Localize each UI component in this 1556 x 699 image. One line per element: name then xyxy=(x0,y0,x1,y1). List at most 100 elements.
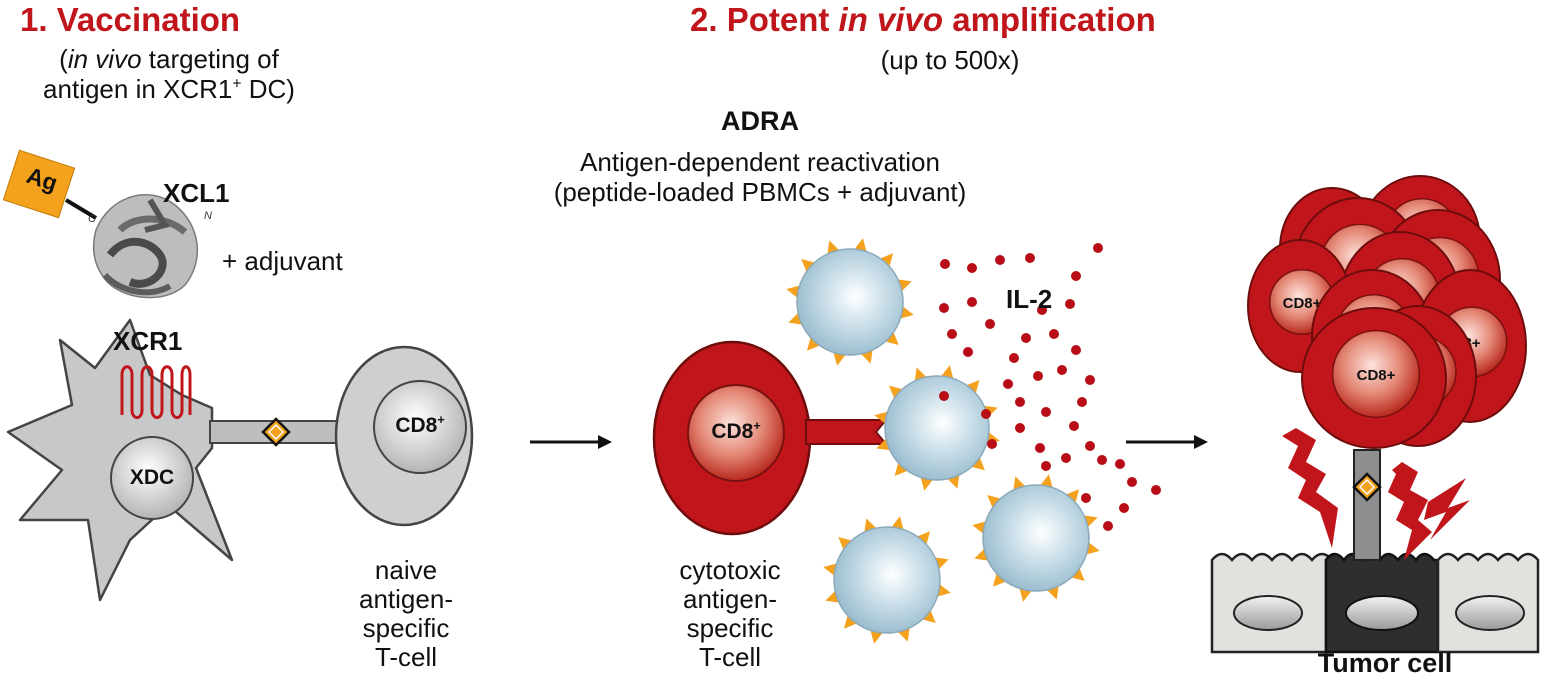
il2-dot xyxy=(1097,455,1107,465)
amplification-title-prefix: 2. Potent xyxy=(690,1,839,38)
adra-description-line2: (peptide-loaded PBMCs + adjuvant) xyxy=(553,177,967,207)
il2-dots xyxy=(939,243,1161,531)
vaccination-subtitle-italic: in vivo xyxy=(67,44,142,74)
il2-dot xyxy=(1037,305,1047,315)
pbmc-cell xyxy=(786,238,914,366)
diamond-antigen-icon xyxy=(261,417,291,447)
il2-dot xyxy=(1127,477,1137,487)
naive-caption-line: T-cell xyxy=(374,642,438,672)
il2-dot xyxy=(1093,243,1103,253)
il2-dot xyxy=(947,329,957,339)
naive-caption-line: naive xyxy=(374,555,438,585)
il2-label: IL-2 xyxy=(1006,284,1053,314)
vaccination-subtitle-line2: antigen in XCR1 xyxy=(43,74,233,104)
cluster-cd8-label: CD8+ xyxy=(1357,367,1396,384)
pbmc-group xyxy=(786,238,1100,644)
pbmc-cell xyxy=(874,365,1000,491)
il2-dot xyxy=(1103,521,1113,531)
il2-dot xyxy=(1085,441,1095,451)
xcr1-label: XCR1 xyxy=(113,326,183,356)
cd8-cluster: C+CD8+8+8+CD8+ xyxy=(1247,175,1527,449)
naive-cd8-text: CD8 xyxy=(395,414,438,437)
cytotoxic-caption: cytotoxic antigen- specific T-cell xyxy=(650,556,810,672)
il2-dot xyxy=(1071,271,1081,281)
il2-dot xyxy=(1015,423,1025,433)
vaccination-title: 1. Vaccination xyxy=(20,1,241,38)
il2-dot xyxy=(985,319,995,329)
xcl1-n-terminal: N xyxy=(204,210,212,222)
diamond-antigen-icon-2 xyxy=(1352,472,1382,502)
il2-dot xyxy=(1015,397,1025,407)
il2-dot xyxy=(1119,503,1129,513)
il2-dot xyxy=(1025,253,1035,263)
vaccination-subtitle-line1: targeting of xyxy=(141,44,279,74)
xcl1-protein-icon xyxy=(92,194,199,299)
adjuvant-label: + adjuvant xyxy=(222,246,343,276)
amplification-title: 2. Potent in vivo amplification xyxy=(690,1,1156,39)
il2-dot xyxy=(1009,353,1019,363)
il2-dot xyxy=(1049,329,1059,339)
il2-dot xyxy=(1003,379,1013,389)
tcr-receptor xyxy=(805,419,889,445)
cytotoxic-cd8-label: CD8+ xyxy=(686,420,786,444)
xdc-label: XDC xyxy=(129,466,175,489)
il2-dot xyxy=(995,255,1005,265)
xcl1-c-terminal: C xyxy=(88,213,96,225)
tumor-cell-label: Tumor cell xyxy=(1317,648,1453,678)
il2-dot xyxy=(1065,299,1075,309)
amplification-title-suffix: amplification xyxy=(943,1,1156,38)
cytotoxic-cd8-text: CD8 xyxy=(711,420,754,443)
xdc-nucleus xyxy=(110,436,194,520)
adra-description-line1: Antigen-dependent reactivation xyxy=(580,147,940,177)
il2-dot xyxy=(981,409,991,419)
cluster-cd8-label: CD8+ xyxy=(1283,295,1322,312)
amplification-subtitle: (up to 500x) xyxy=(880,45,1020,75)
il2-dot xyxy=(1021,333,1031,343)
il2-dot xyxy=(939,303,949,313)
il2-dot xyxy=(1061,453,1071,463)
naive-caption-line: specific xyxy=(362,613,450,643)
vaccination-subtitle-paren: ( xyxy=(59,44,68,74)
xcl1-label: XCL1 xyxy=(163,178,230,208)
il2-dot xyxy=(1041,461,1051,471)
vaccination-subtitle-sup: + xyxy=(232,75,242,93)
tumor-epithelium xyxy=(1210,552,1540,654)
il2-dot xyxy=(963,347,973,357)
il2-dot xyxy=(1041,407,1051,417)
arrow-right-icon-2 xyxy=(1126,435,1208,449)
xcr1-receptor-icon xyxy=(120,365,192,419)
adra-label: ADRA xyxy=(721,106,799,136)
adra-description: Antigen-dependent reactivation (peptide-… xyxy=(480,147,1040,207)
pbmc-cell xyxy=(972,474,1100,602)
ag-antigen-tag xyxy=(2,149,76,219)
il2-dot xyxy=(967,297,977,307)
naive-cd8-sup: + xyxy=(437,413,445,427)
cytotoxic-caption-line: T-cell xyxy=(698,642,762,672)
cytotoxic-cd8-sup: + xyxy=(753,419,761,433)
il2-dot xyxy=(940,259,950,269)
il2-dot xyxy=(1081,493,1091,503)
il2-dot xyxy=(1057,365,1067,375)
naive-cd8-label: CD8+ xyxy=(370,414,470,438)
il2-dot xyxy=(1071,345,1081,355)
il2-dot xyxy=(987,439,997,449)
il2-dot xyxy=(1151,485,1161,495)
il2-dot xyxy=(939,391,949,401)
cytotoxic-caption-line: cytotoxic xyxy=(679,555,781,585)
il2-dot xyxy=(1035,443,1045,453)
il2-dot xyxy=(967,263,977,273)
cytotoxic-t-cell-nucleus xyxy=(687,384,785,482)
il2-dot xyxy=(1069,421,1079,431)
cluster-cd8-cell: CD8+ xyxy=(1301,307,1447,449)
cytotoxic-caption-line: antigen- xyxy=(683,584,777,614)
ag-linker xyxy=(64,198,98,220)
amplification-title-italic: in vivo xyxy=(838,1,944,38)
synapse-bar-2 xyxy=(1353,449,1381,561)
il2-dot xyxy=(1085,375,1095,385)
arrow-right-icon xyxy=(530,435,612,449)
il2-dot xyxy=(1115,459,1125,469)
vaccination-subtitle: (in vivo targeting of antigen in XCR1+ D… xyxy=(4,44,334,104)
naive-caption-line: antigen- xyxy=(359,584,453,614)
vaccination-subtitle-line2-suffix: DC) xyxy=(241,74,295,104)
